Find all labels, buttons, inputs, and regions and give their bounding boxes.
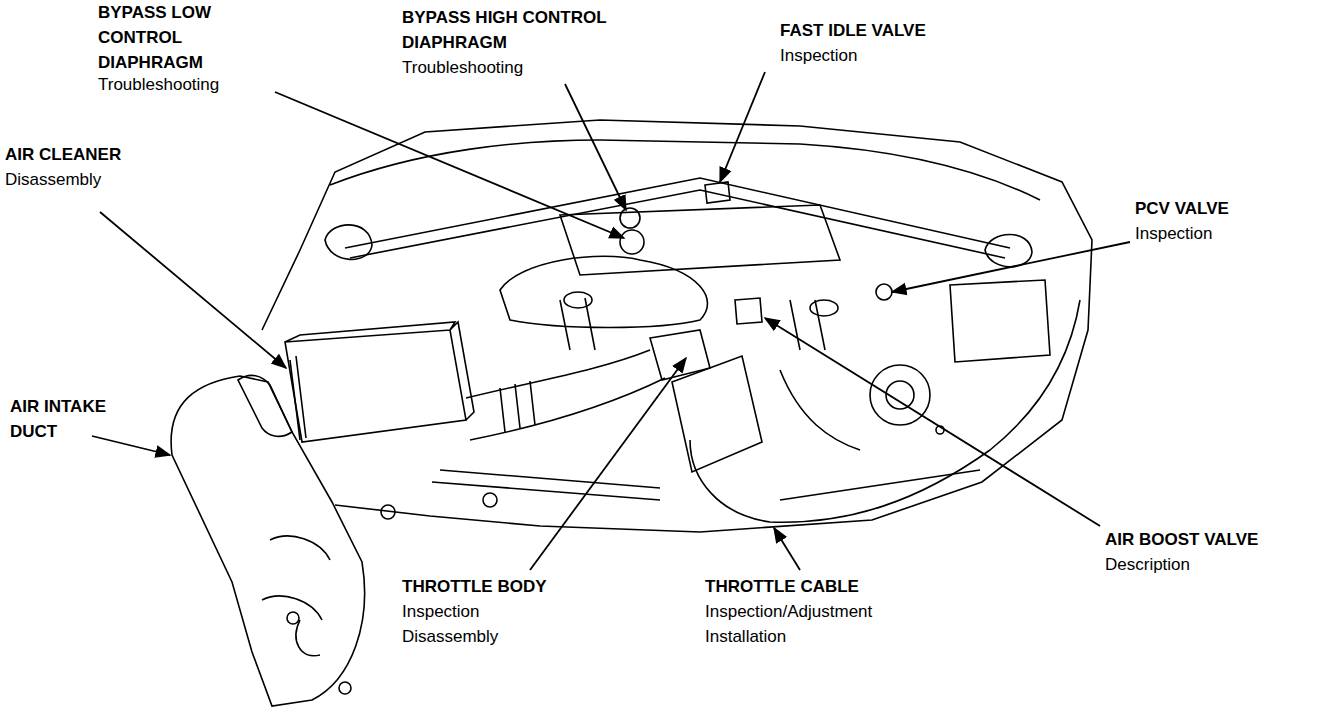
strut-tower-right: [985, 235, 1032, 267]
bypass-low-diaphragm: [620, 230, 644, 254]
intake-runners: [560, 298, 825, 350]
air-boost-valve: [735, 298, 762, 324]
part-name: THROTTLE CABLE: [705, 574, 859, 599]
fast-idle-valve: [705, 182, 730, 203]
leader-line: [92, 436, 170, 455]
part-name: PCV VALVE: [1135, 196, 1229, 221]
duct-clip: [381, 505, 395, 519]
part-name: AIR BOOST VALVE: [1105, 527, 1258, 552]
procedure-note: Inspection: [1135, 221, 1213, 246]
part-name: AIR INTAKE DUCT: [10, 394, 130, 444]
procedure-note: Disassembly: [402, 624, 498, 649]
leader-line: [565, 84, 626, 210]
duct-details: [262, 536, 330, 656]
air-intake-duct: [171, 376, 364, 706]
air-cleaner-ribs: [290, 356, 306, 440]
procedure-note: Inspection/Adjustment: [705, 599, 872, 624]
coolant-hose: [780, 370, 860, 450]
tube-ribs: [500, 381, 535, 432]
cylinder-head: [560, 205, 840, 275]
oil-filler: [564, 292, 592, 308]
leader-line: [765, 318, 1100, 526]
duct-bolt: [339, 682, 351, 694]
throttle-cable: [690, 300, 1080, 522]
part-name: FAST IDLE VALVE: [780, 18, 926, 43]
procedure-note: Troubleshooting: [98, 72, 219, 97]
duct-bolt: [287, 612, 299, 624]
bay-outline: [262, 120, 1092, 532]
procedure-note: Inspection: [780, 43, 858, 68]
leader-line: [774, 528, 800, 570]
procedure-note: Description: [1105, 552, 1190, 577]
part-name: AIR CLEANER: [5, 142, 121, 167]
pcv-valve: [876, 284, 892, 300]
bypass-high-diaphragm: [620, 208, 640, 228]
reservoir: [870, 365, 930, 425]
procedure-note: Inspection: [402, 599, 480, 624]
strut-tower-left: [325, 225, 372, 260]
leader-line: [100, 212, 286, 368]
engine-bay: [171, 120, 1092, 706]
throttle-body: [650, 330, 710, 380]
fuse-box: [950, 280, 1050, 362]
leader-line: [530, 358, 686, 570]
air-cleaner-box: [285, 322, 474, 442]
leader-lines: [92, 72, 1130, 570]
bolt: [483, 493, 497, 507]
leader-line: [892, 242, 1130, 292]
intake-plenum: [500, 256, 708, 327]
duct-flange: [238, 375, 292, 436]
procedure-note: Disassembly: [5, 167, 101, 192]
part-name: THROTTLE BODY: [402, 574, 547, 599]
procedure-note: Installation: [705, 624, 786, 649]
resonator: [672, 356, 762, 472]
radiator-support: [432, 470, 980, 500]
hood-line: [330, 140, 1040, 200]
part-name: BYPASS LOW CONTROL DIAPHRAGM: [98, 0, 238, 75]
part-name: BYPASS HIGH CONTROL DIAPHRAGM: [402, 5, 617, 55]
oil-filler: [810, 300, 838, 316]
procedure-note: Troubleshooting: [402, 55, 523, 80]
leader-line: [720, 72, 765, 182]
strut-bar: [345, 178, 1010, 258]
leader-line: [275, 92, 624, 238]
